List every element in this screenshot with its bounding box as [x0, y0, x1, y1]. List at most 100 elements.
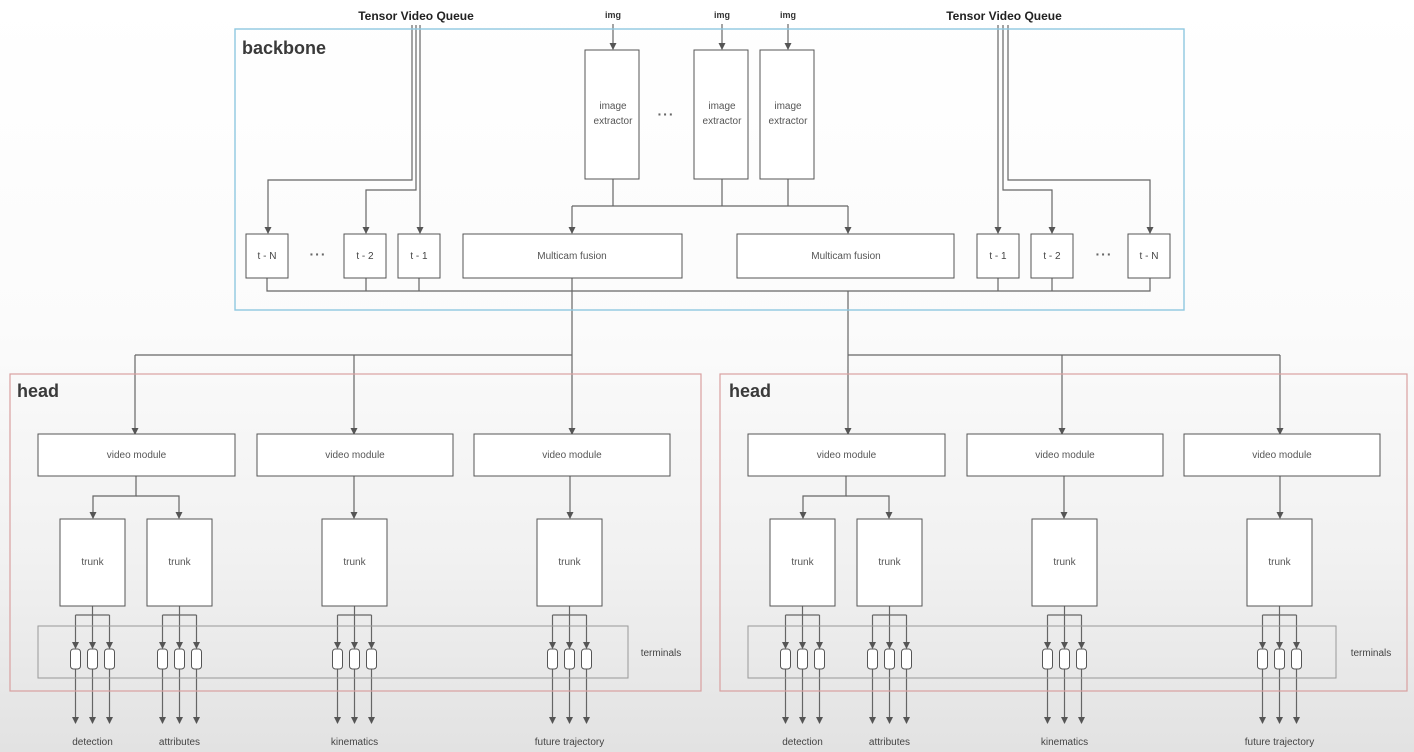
time-step-box-t-2-label: t - 2 [1043, 251, 1061, 262]
terminal-node [1291, 648, 1302, 670]
trunk-label: trunk [81, 557, 104, 568]
output-label-left: detection [72, 737, 113, 748]
time-step-box-t-1-label: t - 1 [410, 251, 428, 262]
multicam-fusion-label-left: Multicam fusion [537, 251, 606, 262]
trunk-box [321, 518, 388, 607]
trunk-box [146, 518, 213, 607]
trunk-box [59, 518, 126, 607]
head-title-left: head [17, 381, 59, 401]
terminal-node [1059, 648, 1070, 670]
terminal-node [797, 648, 808, 670]
time-step-box-t-1-label: t - 1 [989, 251, 1007, 262]
img-input-label: img [605, 10, 621, 20]
trunk-label: trunk [791, 557, 814, 568]
terminal-node [349, 648, 360, 670]
connector-lines [72, 24, 1300, 724]
video-module-label: video module [325, 450, 385, 461]
time-step-box-t-1 [397, 233, 441, 279]
video-module-box [256, 433, 454, 477]
video-module-label: video module [1035, 450, 1095, 461]
backbone-frame [234, 28, 1185, 311]
multicam-fusion-box-left [462, 233, 683, 279]
ellipsis-extractors: ··· [658, 106, 675, 122]
trunk-label: trunk [558, 557, 581, 568]
terminal-node [901, 648, 912, 670]
time-step-box-t-n [1127, 233, 1171, 279]
terminals-frame-left [37, 625, 629, 679]
arrow-line [799, 476, 847, 519]
arrow-line [264, 25, 413, 234]
head-title-right: head [729, 381, 771, 401]
output-label-right: kinematics [1041, 737, 1088, 748]
trunk-box [536, 518, 603, 607]
image-extractor-label-line2: extractor [594, 116, 634, 127]
backbone-title: backbone [242, 38, 326, 58]
terminals-frame-right [747, 625, 1337, 679]
terminal-node [104, 648, 115, 670]
terminal-node [564, 648, 575, 670]
time-step-box-t-n [245, 233, 289, 279]
trunk-label: trunk [1053, 557, 1076, 568]
connector-line [266, 278, 1151, 292]
trunk-label: trunk [168, 557, 191, 568]
trunk-box [1031, 518, 1098, 607]
image-extractor-label-line2: extractor [703, 116, 743, 127]
trunk-box [1246, 518, 1313, 607]
video-module-box [473, 433, 671, 477]
arrow-line [362, 25, 417, 234]
terminals-label-right: terminals [1351, 648, 1392, 659]
terminal-node [884, 648, 895, 670]
diagram-nodes [37, 49, 1381, 670]
output-label-right: detection [782, 737, 823, 748]
terminal-node [814, 648, 825, 670]
head-frame-left [9, 373, 702, 692]
time-step-box-t-2-label: t - 2 [356, 251, 374, 262]
arrow-line [846, 495, 893, 519]
output-label-left: kinematics [331, 737, 378, 748]
image-extractor-box [693, 49, 749, 180]
multicam-fusion-box-right [736, 233, 955, 279]
terminal-node [780, 648, 791, 670]
multicam-fusion-label-right: Multicam fusion [811, 251, 880, 262]
head-frame-right [719, 373, 1408, 692]
terminal-node [332, 648, 343, 670]
trunk-box [769, 518, 836, 607]
video-module-box [37, 433, 236, 477]
terminal-node [174, 648, 185, 670]
video-module-label: video module [542, 450, 602, 461]
tensor-video-queue-label-left: Tensor Video Queue [358, 9, 474, 23]
image-extractor-box [584, 49, 640, 180]
container-frames [9, 28, 1408, 692]
ellipsis-right: ··· [1096, 246, 1113, 262]
output-label-right: future trajectory [1245, 737, 1314, 748]
trunk-box [856, 518, 923, 607]
video-module-box [1183, 433, 1381, 477]
arrow-line [1007, 25, 1154, 234]
video-module-box [966, 433, 1164, 477]
image-extractor-label-line1: image [774, 101, 802, 112]
terminal-node [157, 648, 168, 670]
trunk-label: trunk [1268, 557, 1291, 568]
ellipsis-left: ··· [310, 246, 327, 262]
terminal-node [547, 648, 558, 670]
time-step-box-t-n-label: t - N [258, 251, 277, 262]
terminal-node [191, 648, 202, 670]
video-module-label: video module [107, 450, 167, 461]
terminal-node [1274, 648, 1285, 670]
terminal-node [1257, 648, 1268, 670]
image-extractor-box [759, 49, 815, 180]
image-extractor-label-line1: image [599, 101, 627, 112]
output-label-right: attributes [869, 737, 910, 748]
arrow-line [136, 495, 183, 519]
time-step-box-t-n-label: t - N [1140, 251, 1159, 262]
arrow-line [89, 476, 137, 519]
terminal-node [366, 648, 377, 670]
output-label-left: future trajectory [535, 737, 604, 748]
output-label-left: attributes [159, 737, 200, 748]
terminal-node [1042, 648, 1053, 670]
terminal-node [867, 648, 878, 670]
terminal-node [1076, 648, 1087, 670]
img-input-label: img [714, 10, 730, 20]
